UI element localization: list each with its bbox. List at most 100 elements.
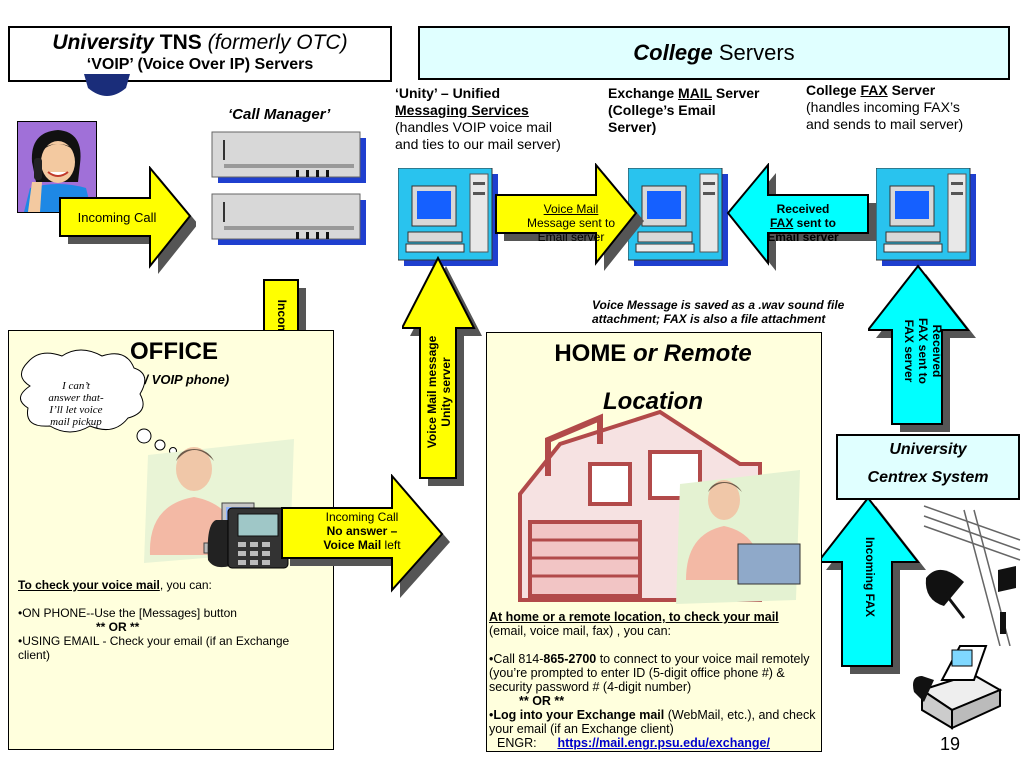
call-manager-servers-icon — [211, 131, 366, 245]
voicemail-to-unity-label: Voice Mail message Unity server — [425, 327, 453, 457]
fax-line1-a: College — [806, 82, 861, 98]
no-answer-line1: Incoming Call — [325, 510, 399, 524]
office-instructions: To check your voice mail, you can: •ON P… — [18, 578, 324, 662]
home-log-b: Log into your Exchange mail — [493, 708, 665, 722]
thought-line1: I can’t — [62, 380, 90, 392]
received-fax-line4: Email server — [767, 230, 839, 244]
college-title-italic: College — [633, 40, 713, 65]
unity-line1: ‘Unity’ – Unified — [395, 85, 501, 101]
received-fax-to-email-arrow — [726, 163, 876, 271]
home-call-number: 865-2700 — [543, 652, 597, 666]
caller-icon — [18, 122, 96, 212]
exchange-line1-a: Exchange — [608, 85, 679, 101]
fax-line3: and sends to mail server) — [806, 116, 964, 132]
no-answer-line3: Voice Mail — [323, 538, 382, 552]
office-check-head: To check your voice mail — [18, 578, 160, 592]
unity-line4: and ties to our mail server) — [395, 136, 561, 152]
house-icon — [518, 409, 801, 604]
vm-unity-line2: Unity server — [439, 357, 453, 427]
tns-title-italic: University — [52, 31, 154, 54]
home-instructions: At home or a remote location, to check y… — [489, 610, 819, 750]
fax-line1-b: FAX — [860, 82, 888, 98]
exchange-line1-c: Server — [712, 85, 760, 101]
home-engr: ENGR: — [497, 736, 537, 750]
fax-v-line2: FAX sent to — [916, 317, 930, 384]
page-number: 19 — [940, 734, 961, 754]
no-answer-arrow — [281, 474, 450, 598]
college-title-rest: Servers — [712, 40, 795, 65]
incoming-fax-label: Incoming FAX — [863, 536, 877, 617]
tns-subtitle: ‘VOIP’ (Voice Over IP) Servers — [86, 56, 314, 73]
no-answer-label: Incoming Call No answer – Voice Mail lef… — [306, 510, 418, 552]
voicemail-to-email-arrow — [495, 163, 644, 271]
thought-line3: I’ll let voice — [49, 404, 103, 416]
fax-machine-icon — [913, 645, 1003, 730]
received-fax-to-email-label: Received FAX sent to Email server — [756, 202, 850, 244]
home-title: HOME or Remote Location — [494, 330, 812, 426]
tns-title-box: University TNS (formerly OTC) ‘VOIP’ (Vo… — [8, 26, 392, 82]
office-option-phone: •ON PHONE--Use the [Messages] button — [18, 606, 237, 620]
exchange-line1-b: MAIL — [678, 85, 712, 101]
incoming-call-label-1: Incoming Call — [77, 210, 157, 225]
exchange-line3: Server) — [608, 119, 657, 135]
fax-line1-c: Server — [887, 82, 936, 98]
home-log-a: • — [489, 708, 494, 722]
thought-bubble-icon — [20, 349, 177, 455]
centrex-line1: University — [889, 441, 967, 458]
exchange-line2: (College’s Email — [608, 102, 716, 118]
thought-text: I can’t answer that- I’ll let voice mail… — [24, 380, 128, 428]
wav-note-line2: attachment; FAX is also a file attachmen… — [592, 312, 826, 326]
received-fax-line1: Received — [776, 202, 830, 216]
unity-server-computer-icon — [398, 168, 498, 266]
wav-note: Voice Message is saved as a .wav sound f… — [592, 298, 872, 326]
voicemail-msg-line1: Voice Mail — [543, 202, 599, 216]
voicemail-msg-line3: Email server — [537, 230, 605, 244]
home-title-b: or Remote — [626, 340, 752, 367]
voicemail-to-unity-arrow — [402, 256, 482, 486]
no-answer-line4: left — [381, 538, 401, 552]
office-option-email: •USING EMAIL - Check your email (if an E… — [18, 634, 290, 662]
home-head: At home or a remote location, to check y… — [489, 610, 779, 624]
centrex-box: University Centrex System — [836, 434, 1020, 500]
thought-line4: mail pickup — [50, 416, 102, 428]
tns-title: University TNS (formerly OTC) — [10, 30, 390, 56]
home-title-a: HOME — [554, 340, 627, 367]
office-or: ** OR ** — [96, 620, 140, 634]
fax-to-fax-server-arrow — [868, 264, 976, 432]
exchange-webmail-link[interactable]: https://mail.engr.psu.edu/exchange/ — [557, 736, 770, 750]
home-title-c: Location — [603, 388, 703, 415]
voicemail-to-email-label: Voice Mail Message sent to Email server — [506, 202, 636, 244]
fax-to-fax-server-label: Received FAX sent to FAX server — [902, 301, 944, 401]
voip-phone-icon — [207, 507, 289, 569]
office-title: OFFICE — [130, 338, 218, 365]
received-fax-line3: sent to — [793, 216, 836, 230]
office-subtitle: (w/ VOIP phone) — [130, 372, 230, 387]
no-answer-line2: No answer – — [326, 524, 398, 538]
office-check-tail: , you can: — [159, 578, 212, 592]
fax-server-caption: College FAX Server (handles incoming FAX… — [806, 82, 1021, 133]
received-fax-line2: FAX — [769, 216, 794, 230]
fax-server-computer-icon — [876, 168, 976, 266]
unity-line2: Messaging Services — [395, 102, 529, 118]
exchange-caption: Exchange MAIL Server (College’s Email Se… — [608, 85, 798, 136]
caller-picture — [17, 121, 97, 213]
tns-title-bold: TNS — [153, 31, 202, 54]
home-or: ** OR ** — [519, 694, 565, 708]
home-call-a: •Call 814- — [489, 652, 544, 666]
fax-v-line1: Received — [930, 324, 944, 378]
unity-line3: (handles VOIP voice mail — [395, 119, 552, 135]
vm-unity-line1: Voice Mail message — [425, 335, 439, 449]
telephone-lines-icon — [923, 505, 1021, 646]
thought-line2: answer that- — [48, 392, 104, 404]
tns-title-paren: (formerly OTC) — [207, 31, 348, 54]
wav-note-line1: Voice Message is saved as a .wav sound f… — [592, 298, 845, 312]
home-call-c: to connect to your voice mail remotely (… — [489, 652, 810, 694]
fax-line2: (handles incoming FAX’s — [806, 99, 960, 115]
home-log-c: (WebMail, etc.), and check your email (i… — [489, 708, 816, 736]
incoming-call-arrow-right — [59, 166, 196, 274]
incoming-fax-arrow — [818, 496, 926, 674]
unity-caption: ‘Unity’ – Unified Messaging Services (ha… — [395, 85, 605, 153]
shield-logo-icon — [84, 74, 130, 96]
fax-v-line3: FAX server — [902, 319, 916, 383]
exchange-server-computer-icon — [628, 168, 728, 266]
